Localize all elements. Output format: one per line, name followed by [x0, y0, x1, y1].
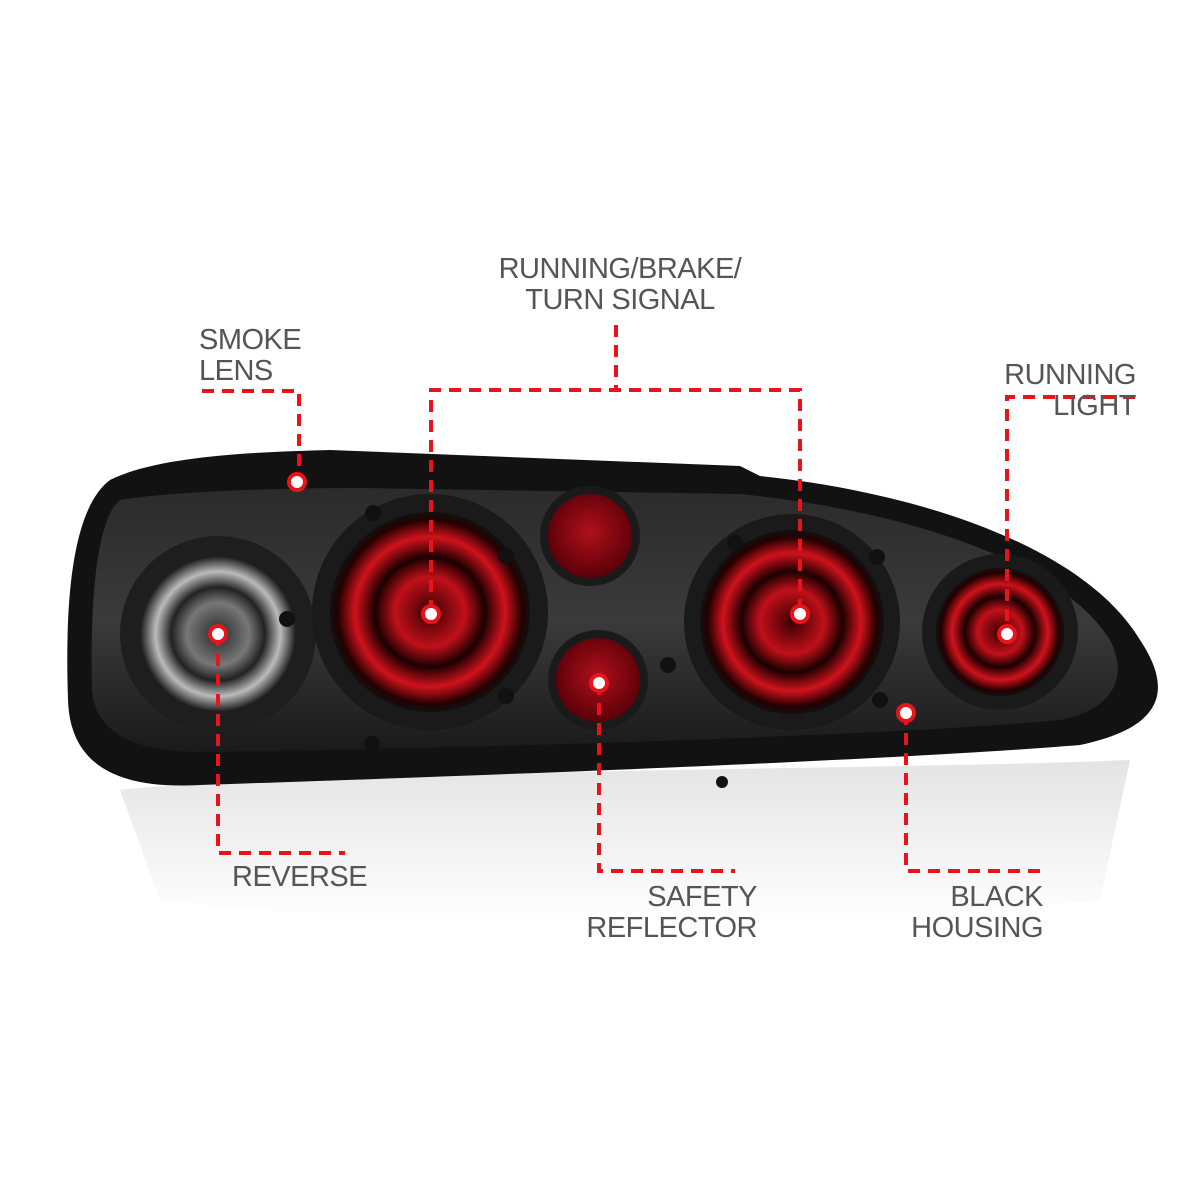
label-line: LIGHT	[1053, 390, 1136, 422]
label-line: LENS	[199, 355, 273, 387]
smoke-lens-marker	[287, 472, 307, 492]
callout-markers	[208, 472, 1017, 723]
safety-reflector-leader	[597, 683, 735, 873]
callout-leader-lines	[202, 325, 1135, 873]
black-housing-marker	[896, 703, 916, 723]
label-running-brake-turn-signal: RUNNING/BRAKE/ TURN SIGNAL	[470, 254, 770, 316]
mounting-bolts	[279, 505, 888, 788]
safety-reflector-marker	[589, 673, 609, 693]
label-running-light: RUNNING LIGHT	[955, 360, 1136, 422]
left-brake-marker	[421, 604, 441, 624]
label-line: TURN SIGNAL	[525, 284, 715, 316]
reverse-leader	[216, 634, 345, 855]
black-housing-leader	[904, 713, 1043, 873]
label-line: RUNNING/BRAKE/	[498, 253, 742, 285]
label-line: HOUSING	[911, 912, 1043, 944]
running-brake-bracket	[429, 388, 802, 612]
label-safety-reflector: SAFETY REFLECTOR	[560, 882, 757, 944]
floor-reflection	[120, 760, 1130, 923]
label-line: SMOKE	[199, 324, 302, 356]
upper-reflector	[548, 494, 632, 578]
right-brake-lens	[700, 530, 884, 714]
label-line: RUNNING	[1004, 359, 1136, 391]
label-reverse: REVERSE	[232, 861, 368, 893]
label-line: REVERSE	[232, 861, 368, 893]
label-black-housing: BLACK HOUSING	[880, 882, 1043, 944]
label-smoke-lens: SMOKE LENS	[199, 324, 302, 387]
reverse-marker	[208, 624, 228, 644]
running-light-marker	[997, 624, 1017, 644]
running-light-leader	[1005, 395, 1135, 632]
label-line: SAFETY	[647, 881, 757, 913]
right-brake-marker	[790, 604, 810, 624]
label-line: BLACK	[950, 881, 1043, 913]
label-line: REFLECTOR	[586, 912, 757, 944]
